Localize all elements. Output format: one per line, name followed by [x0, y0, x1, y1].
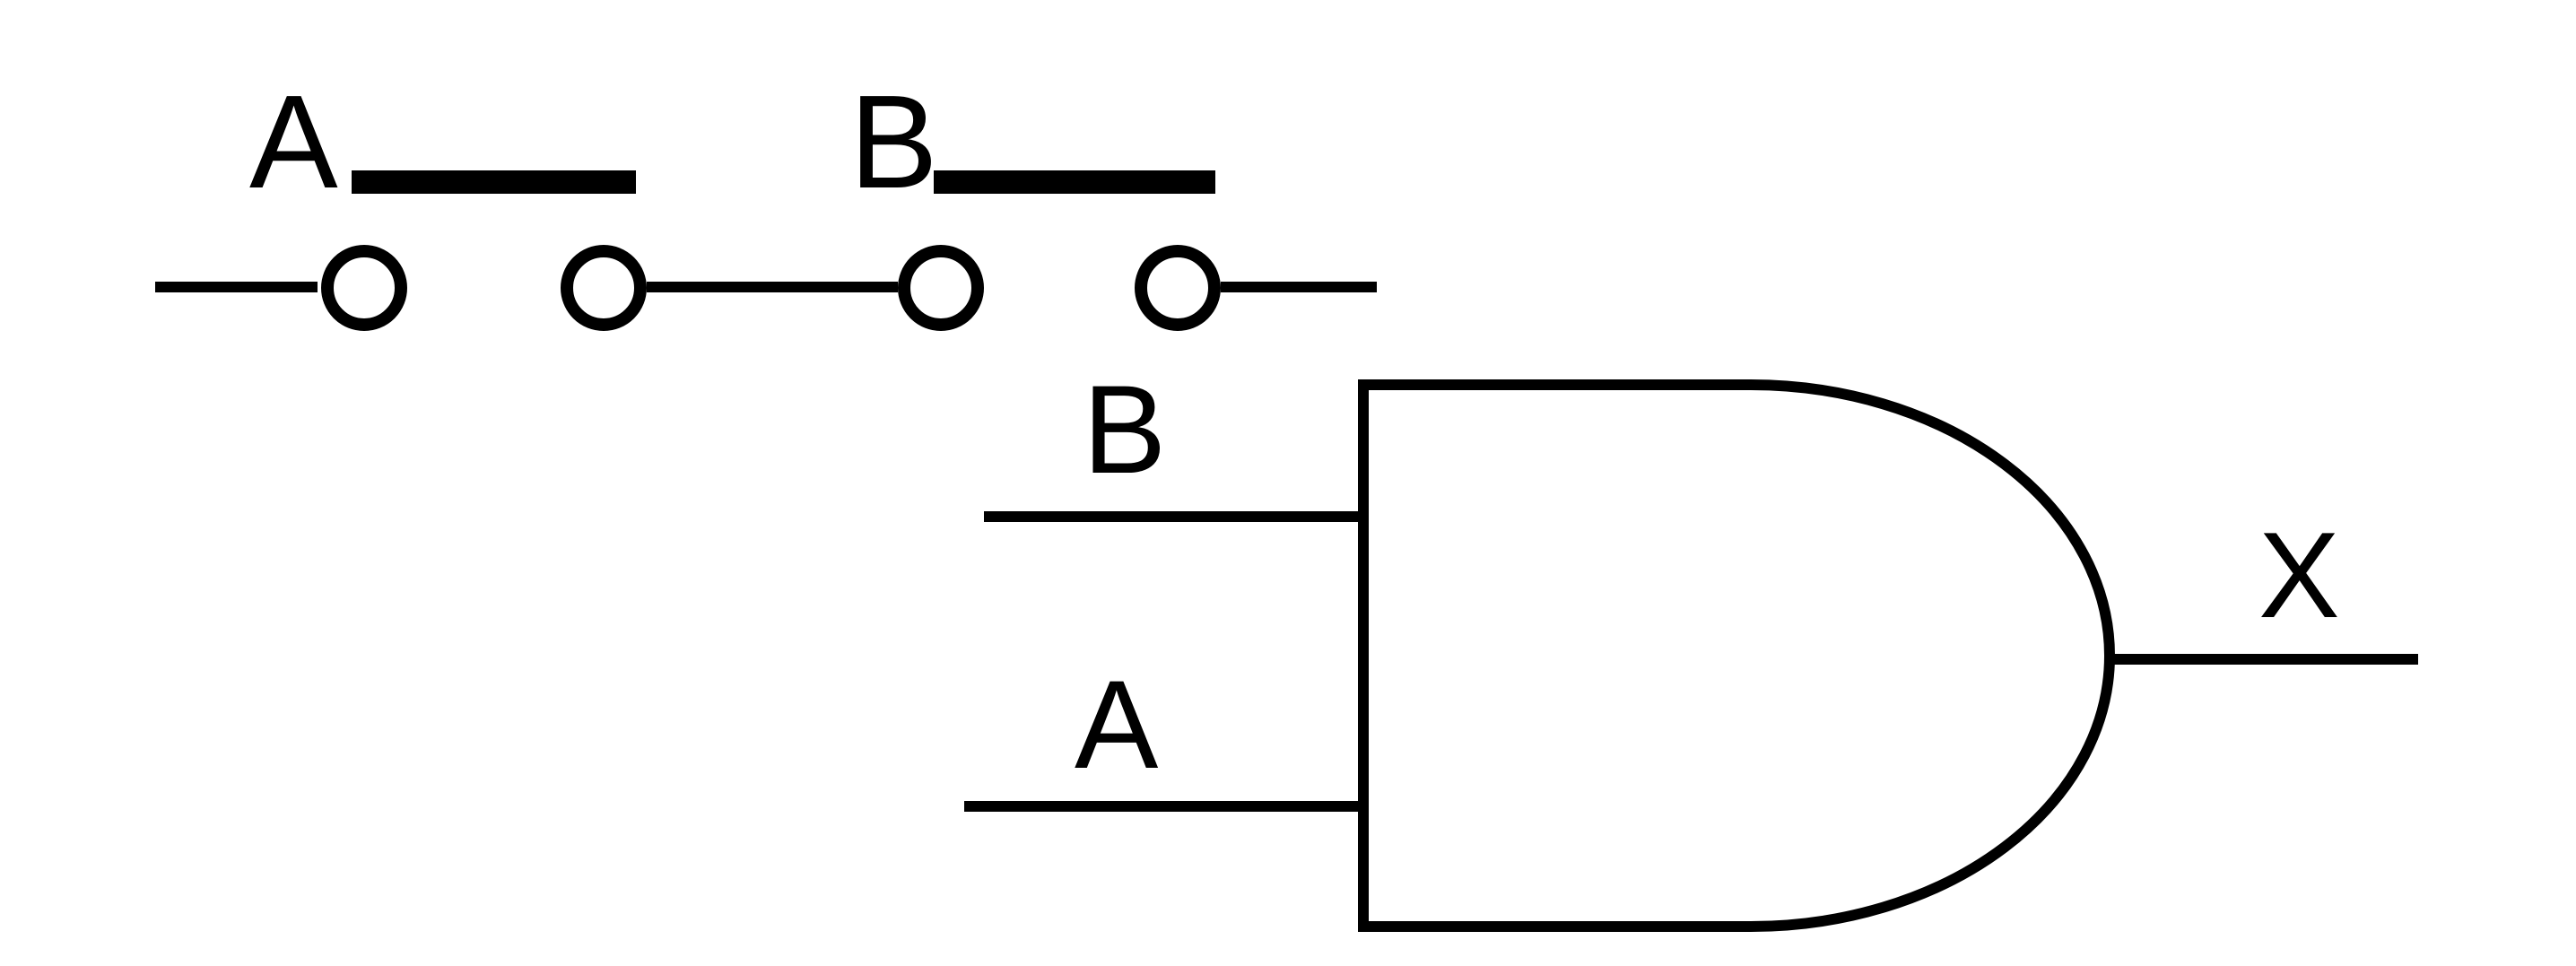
gate-input-bottom-label: A — [1075, 654, 1159, 795]
gate-output-label: X — [2258, 507, 2340, 643]
and-gate-body — [1358, 379, 2115, 932]
switch-a-contact-right — [561, 245, 647, 331]
switch-b-contact-right — [1135, 245, 1221, 331]
switch-b-blade-bar — [934, 170, 1215, 194]
gate-input-top-label: B — [1083, 359, 1166, 500]
and-gate: B A X — [964, 359, 2418, 932]
series-switch-circuit: A B — [155, 68, 1377, 331]
switch-a-contact-left — [321, 245, 407, 331]
switch-b-label: B — [849, 68, 938, 216]
switch-a-label: A — [249, 68, 338, 216]
switch-b-contact-left — [898, 245, 984, 331]
switch-a-blade-bar — [352, 170, 636, 194]
